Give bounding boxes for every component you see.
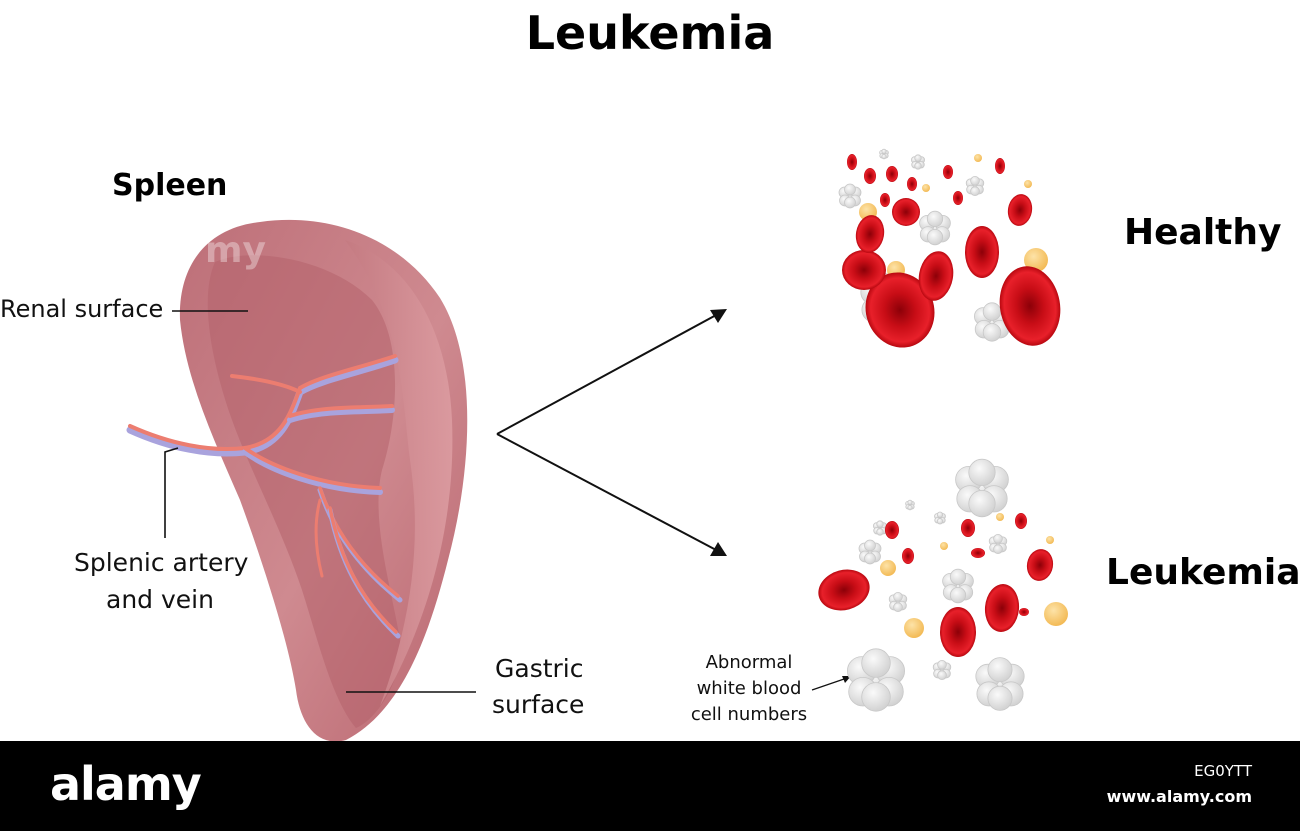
site-url: www.alamy.com [1107, 787, 1252, 806]
healthy-heading: Healthy [1124, 212, 1281, 253]
white-blood-cell [847, 649, 904, 711]
healthy-blood-cells [839, 149, 1066, 357]
red-blood-cell [880, 193, 890, 207]
red-blood-cell [902, 548, 914, 564]
white-blood-cell [911, 155, 924, 169]
white-blood-cell [906, 500, 915, 510]
leukemia-heading: Leukemia [1106, 552, 1300, 593]
red-blood-cell [943, 165, 953, 179]
red-blood-cell [995, 158, 1005, 174]
platelet [974, 154, 982, 162]
red-blood-cell [971, 548, 985, 558]
red-blood-cell [864, 168, 876, 184]
branch-arrows [497, 314, 718, 551]
white-blood-cell [839, 184, 861, 208]
diagram-canvas: my [0, 0, 1300, 741]
splenic-artery-label-line2: and vein [106, 585, 214, 614]
red-blood-cell [1005, 192, 1034, 228]
red-blood-cell [885, 521, 899, 539]
white-blood-cell [966, 176, 984, 195]
platelet [904, 618, 924, 638]
callout-line3: cell numbers [690, 702, 808, 728]
red-blood-cell [953, 191, 963, 205]
callout-line1: Abnormal [690, 650, 808, 676]
red-blood-cell [940, 607, 976, 657]
leukemia-blood-cells [814, 459, 1068, 711]
white-blood-cell [933, 660, 951, 679]
spleen-heading: Spleen [112, 168, 227, 203]
watermark-fragment: my [205, 230, 266, 271]
white-blood-cell [956, 459, 1009, 517]
alamy-logo: alamy [50, 757, 201, 811]
white-blood-cell [935, 512, 946, 524]
platelet [1024, 180, 1032, 188]
white-blood-cell [859, 540, 881, 564]
red-blood-cell [965, 226, 999, 278]
white-blood-cell [889, 592, 907, 611]
red-blood-cell [886, 166, 898, 182]
red-blood-cell [1019, 608, 1029, 616]
red-blood-cell [1015, 513, 1027, 529]
platelet [880, 560, 896, 576]
image-id: EG0YTT [1194, 762, 1252, 780]
platelet [940, 542, 948, 550]
red-blood-cell [853, 213, 887, 255]
platelet [1044, 602, 1068, 626]
callout-leader [812, 678, 847, 690]
spleen-illustration [130, 220, 467, 741]
red-blood-cell [847, 154, 857, 170]
white-blood-cell [976, 658, 1024, 711]
gastric-surface-label-line1: Gastric [495, 654, 584, 683]
callout-line2: white blood [690, 676, 808, 702]
white-blood-cell [880, 149, 889, 159]
white-blood-cell [989, 534, 1007, 553]
white-blood-cell [920, 211, 951, 245]
abnormal-wbc-callout: Abnormal white blood cell numbers [690, 650, 808, 728]
red-blood-cell [1024, 547, 1055, 583]
red-blood-cell [892, 198, 920, 226]
red-blood-cell [961, 519, 975, 537]
artery-leader [165, 448, 178, 538]
red-blood-cell [814, 564, 875, 616]
red-blood-cell [983, 583, 1021, 634]
splenic-artery-label-line1: Splenic artery [74, 548, 248, 577]
white-blood-cell [873, 521, 886, 535]
renal-surface-label: Renal surface [0, 295, 163, 323]
platelet [996, 513, 1004, 521]
white-blood-cell [943, 569, 974, 603]
platelet [1046, 536, 1054, 544]
gastric-surface-label-line2: surface [492, 690, 584, 719]
platelet [922, 184, 930, 192]
red-blood-cell [907, 177, 917, 191]
red-blood-cell [842, 250, 886, 290]
